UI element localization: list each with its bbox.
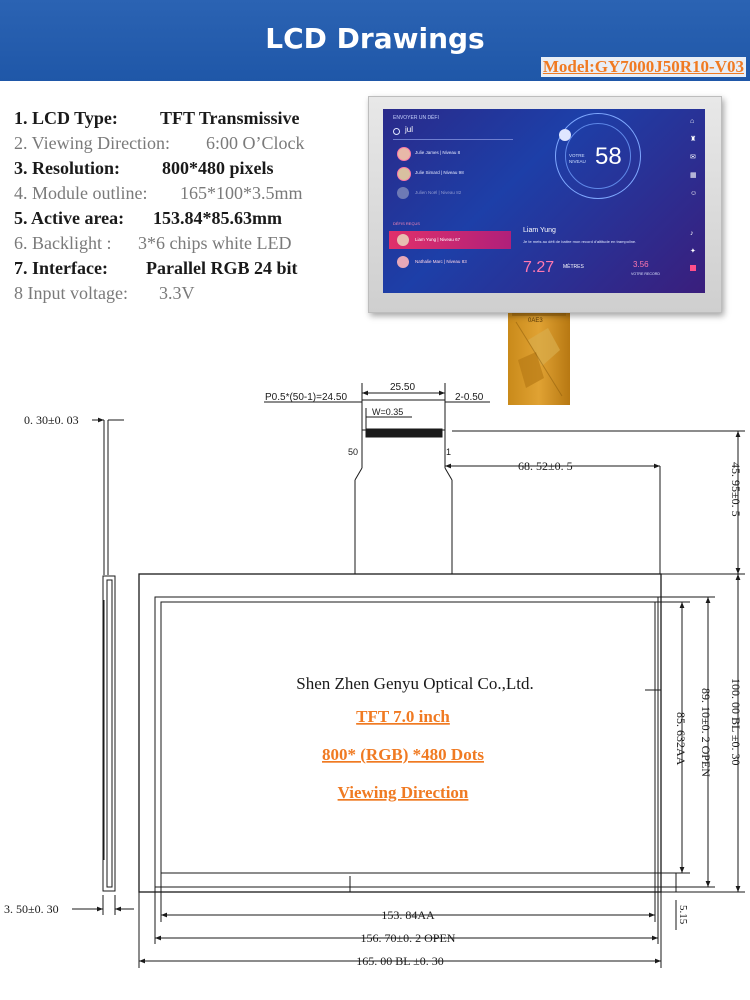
logout-icon [690, 265, 696, 271]
spec-value: 153.84*85.63mm [153, 208, 282, 228]
spec-item: 2. Viewing Direction: 6:00 O’Clock [14, 133, 305, 158]
pin-1-label: 1 [446, 447, 451, 457]
fpc-pins [365, 428, 443, 438]
contact-name: Julie James | Niveau 8 [415, 150, 461, 155]
viewing-direction-label: Viewing Direction [338, 783, 469, 802]
notification-icon: ♪ [690, 229, 694, 237]
width-open-label: 156. 70±0. 2 OPEN [361, 931, 456, 945]
record-label: VOTRE RECORD [631, 272, 660, 276]
received-avatar [397, 234, 409, 246]
fpc-width-label: 25.50 [390, 382, 415, 393]
spec-label: 5. Active area: [14, 208, 125, 228]
spec-label: 3. Resolution: [14, 158, 121, 178]
fpc-offset-label: 2-0.50 [455, 392, 484, 403]
model-number: Model:GY7000J50R10-V03 [540, 57, 746, 77]
calendar-icon: ▦ [690, 171, 697, 179]
spec-label: 6. Backlight : [14, 233, 112, 253]
level-ring [555, 113, 641, 199]
thickness-label: 0. 30±0. 03 [24, 413, 79, 427]
received-name: Nathalie Marc | Niveau 83 [415, 259, 467, 264]
challenge-message: Je te mets au défi de battre mon record … [523, 239, 637, 244]
side-view-outline [102, 575, 116, 892]
spec-value: 800*480 pixels [162, 158, 274, 178]
meters-label: MÈTRES [563, 264, 584, 270]
resolution-label: 800* (RGB) *480 Dots [322, 745, 484, 764]
person-name: Liam Yung [523, 227, 556, 234]
fpc-label: 0AE3 [528, 318, 543, 324]
page-title: LCD Drawings [265, 22, 485, 55]
screen-header: ENVOYER UN DÉFI [393, 115, 439, 121]
spec-item: 1. LCD Type: TFT Transmissive [14, 108, 305, 133]
spec-value: 165*100*3.5mm [180, 183, 303, 203]
spec-item: 8 Input voltage: 3.3V [14, 283, 305, 308]
spec-label: 8 Input voltage: [14, 283, 128, 303]
pin-50-label: 50 [348, 447, 358, 457]
bottom-gap-label: 5.15 [677, 905, 689, 925]
received-name: Liam Yung | Niveau 67 [415, 237, 461, 242]
record-value: 3.56 [633, 260, 649, 269]
section-label: DÉFIS REÇUS [393, 221, 420, 226]
level-ring-inner [565, 123, 631, 189]
contact-avatar [397, 147, 411, 161]
header-banner: LCD Drawings [0, 0, 750, 81]
spec-value: 3.3V [159, 283, 195, 303]
contact-avatar [397, 167, 411, 181]
spec-item: 7. Interface: Parallel RGB 24 bit [14, 258, 305, 283]
active-area-outline [160, 601, 656, 874]
spec-value: 3*6 chips white LED [138, 233, 292, 253]
spec-list: 1. LCD Type: TFT Transmissive 2. Viewing … [14, 108, 305, 308]
width-bl-label: 165. 00 BL ±0. 30 [356, 954, 443, 968]
screen-search-text: jul [405, 125, 414, 134]
spec-item: 4. Module outline: 165*100*3.5mm [14, 183, 305, 208]
contact-avatar [397, 187, 409, 199]
side-view-inner [106, 579, 113, 888]
home-icon: ⌂ [690, 117, 695, 125]
module-outline [138, 573, 662, 893]
module-thickness-label: 3. 50±0. 30 [4, 902, 59, 916]
lcd-screen: ENVOYER UN DÉFI jul Julie James | Niveau… [383, 109, 705, 293]
spec-label: 2. Viewing Direction: [14, 133, 171, 153]
panel-size-label: TFT 7.0 inch [356, 707, 450, 726]
search-icon [393, 128, 400, 135]
pitch-label: P0.5*(50-1)=24.50 [265, 392, 347, 403]
level-value: 58 [595, 143, 622, 170]
spec-value: 6:00 O’Clock [206, 133, 305, 153]
spec-label: 7. Interface: [14, 258, 108, 278]
height-open-label: 89. 10±0. 2 OPEN [699, 688, 713, 777]
spec-value: TFT Transmissive [160, 108, 300, 128]
spec-label: 1. LCD Type: [14, 108, 118, 128]
fpc-position-label: 68. 52±0. 5 [518, 459, 573, 473]
spec-item: 6. Backlight : 3*6 chips white LED [14, 233, 305, 258]
avatar [559, 129, 571, 141]
contact-name: Julien Noël | Niveau 82 [415, 190, 462, 195]
search-underline [393, 139, 513, 140]
spec-value: Parallel RGB 24 bit [146, 258, 298, 278]
received-row [389, 231, 511, 249]
spec-item: 5. Active area: 153.84*85.63mm [14, 208, 305, 233]
height-aa-label: 85. 632AA [674, 712, 688, 766]
contact-name: Julie Simard | Niveau 98 [415, 170, 464, 175]
height-bl-label: 100. 00 BL ±0. 30 [729, 678, 743, 765]
profile-icon: ☺ [690, 189, 698, 197]
received-avatar [397, 256, 409, 268]
settings-icon: ✦ [690, 247, 696, 255]
spec-item: 3. Resolution: 800*480 pixels [14, 158, 305, 183]
chat-icon: ✉ [690, 153, 696, 161]
width-aa-label: 153. 84AA [381, 908, 435, 922]
spec-label: 4. Module outline: [14, 183, 148, 203]
fpc-length-label: 45. 95±0. 5 [729, 462, 743, 517]
trophy-icon: ♜ [690, 135, 697, 143]
fpc-cable-photo: 0AE3 [508, 300, 570, 405]
company-name: Shen Zhen Genyu Optical Co.,Ltd. [296, 674, 534, 693]
meters-value: 7.27 [523, 259, 555, 276]
open-area-outline [154, 596, 659, 888]
lcd-module-photo: ENVOYER UN DÉFI jul Julie James | Niveau… [368, 96, 722, 313]
pin-width-label: W=0.35 [372, 407, 403, 417]
level-label: VOTRE NIVEAU [569, 153, 586, 164]
